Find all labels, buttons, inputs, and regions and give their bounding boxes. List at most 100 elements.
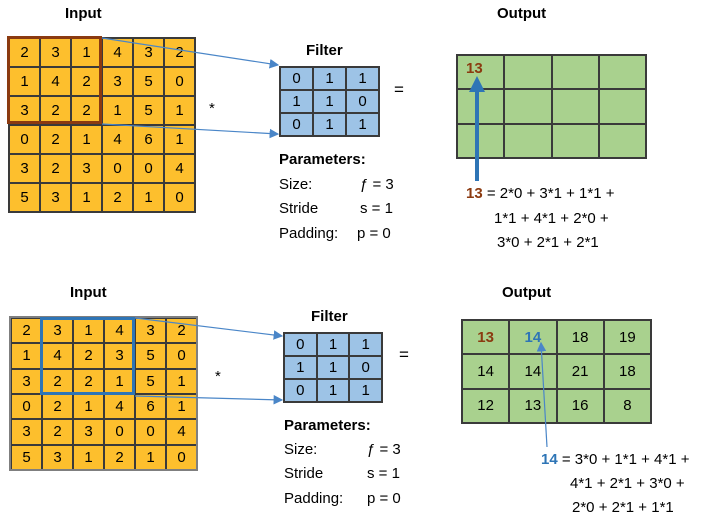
filter-cell: 1 [316, 379, 350, 402]
input-cell: 3 [42, 444, 73, 470]
input-cell: 6 [135, 394, 166, 420]
input-cell: 2 [11, 318, 42, 344]
bottom-param-padding-name: Padding: [284, 490, 344, 507]
bottom-arrow-upper [134, 317, 284, 340]
top-params-title: Parameters: [279, 151, 366, 168]
input-cell: 5 [135, 368, 166, 394]
top-param-padding-name: Padding: [279, 225, 339, 242]
input-cell: 3 [42, 318, 73, 344]
input-cell: 3 [133, 38, 164, 67]
filter-cell: 1 [284, 356, 317, 379]
bottom-param-stride-name: Stride [284, 465, 324, 482]
input-cell: 2 [42, 368, 73, 394]
output-cell: 12 [462, 388, 510, 423]
input-cell: 6 [133, 125, 164, 154]
input-cell: 1 [11, 343, 42, 369]
filter-cell: 1 [349, 379, 382, 402]
output-cell: 16 [556, 388, 604, 423]
filter-cell: 1 [346, 113, 379, 136]
input-cell: 4 [102, 125, 133, 154]
bottom-equals-sign: = [399, 345, 409, 364]
bottom-multiply-sign: * [215, 368, 221, 385]
bottom-arrow-lower [134, 394, 284, 405]
bottom-input-label: Input [70, 284, 107, 301]
top-arrow-upper [101, 37, 280, 69]
top-param-size-value: ƒ = 3 [360, 176, 394, 193]
input-cell: 4 [166, 419, 197, 445]
top-param-size-name: Size: [279, 176, 313, 193]
bottom-filter-label: Filter [311, 308, 348, 325]
input-cell: 4 [164, 154, 195, 183]
top-output-label: Output [497, 5, 547, 22]
input-cell: 2 [42, 419, 73, 445]
input-cell: 2 [42, 394, 73, 420]
top-equation-result: 13 [466, 185, 483, 202]
output-cell: 19 [603, 320, 651, 355]
output-cell [504, 89, 552, 124]
input-cell: 3 [135, 318, 166, 344]
input-cell: 2 [9, 38, 40, 67]
filter-cell: 1 [349, 333, 382, 356]
output-cell: 13 [462, 320, 510, 355]
filter-cell: 1 [346, 67, 379, 90]
input-cell: 5 [11, 444, 42, 470]
input-cell: 3 [40, 183, 71, 212]
top-equals-sign: = [394, 80, 404, 99]
input-cell: 2 [40, 154, 71, 183]
top-arrow-lower [101, 123, 280, 139]
output-cell [551, 55, 599, 90]
input-cell: 2 [40, 96, 71, 125]
input-cell: 1 [71, 183, 102, 212]
input-cell: 2 [40, 125, 71, 154]
output-cell [551, 89, 599, 124]
top-param-stride-name: Stride [279, 200, 319, 217]
output-cell: 21 [556, 354, 604, 389]
output-cell [504, 123, 552, 158]
top-filter-label: Filter [306, 42, 343, 59]
input-cell: 0 [9, 125, 40, 154]
bottom-equation-result: 14 [541, 451, 558, 468]
input-cell: 1 [133, 183, 164, 212]
bottom-equation-line-1: 14 = 3*0 + 1*1 + 4*1 + [541, 451, 690, 468]
input-cell: 3 [73, 419, 104, 445]
filter-cell: 1 [313, 67, 346, 90]
input-cell: 5 [135, 343, 166, 369]
output-cell: 13 [509, 388, 557, 423]
output-cell: 8 [603, 388, 651, 423]
input-cell: 0 [104, 419, 135, 445]
input-cell: 2 [73, 343, 104, 369]
top-input-label: Input [65, 5, 102, 22]
top-param-stride-value: s = 1 [360, 200, 393, 217]
output-cell [598, 123, 646, 158]
bottom-param-size-value: ƒ = 3 [367, 441, 401, 458]
filter-cell: 0 [349, 356, 382, 379]
bottom-param-stride-value: s = 1 [367, 465, 400, 482]
filter-cell: 0 [280, 67, 313, 90]
input-cell: 3 [9, 154, 40, 183]
input-cell: 0 [11, 394, 42, 420]
input-cell: 0 [133, 154, 164, 183]
filter-cell: 1 [280, 90, 313, 113]
output-cell: 18 [556, 320, 604, 355]
bottom-equation-line-2: 4*1 + 2*1 + 3*0 + [570, 475, 685, 492]
filter-cell: 0 [284, 379, 317, 402]
input-cell: 2 [71, 67, 102, 96]
input-cell: 5 [9, 183, 40, 212]
filter-cell: 1 [313, 113, 346, 136]
input-cell: 3 [104, 343, 135, 369]
input-cell: 1 [102, 96, 133, 125]
input-cell: 3 [71, 154, 102, 183]
output-cell: 14 [462, 354, 510, 389]
input-cell: 2 [71, 96, 102, 125]
top-equation-line-1: 13 = 2*0 + 3*1 + 1*1 + [466, 185, 615, 202]
input-cell: 4 [102, 38, 133, 67]
input-cell: 1 [164, 96, 195, 125]
top-param-padding-value: p = 0 [357, 225, 391, 242]
output-cell [551, 123, 599, 158]
input-cell: 2 [104, 444, 135, 470]
output-cell [598, 55, 646, 90]
